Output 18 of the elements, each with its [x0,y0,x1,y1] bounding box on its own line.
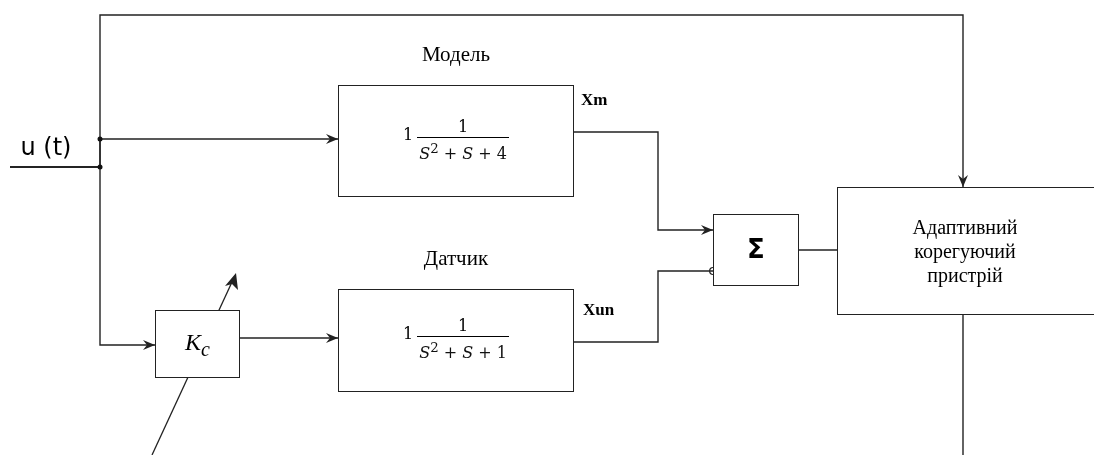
connector-arrow [573,131,714,235]
fraction-denominator: S$^{2}$ + S + 4 [417,136,509,166]
controller-box [837,187,1094,315]
connector-arrow [9,14,968,188]
fraction-numerator: 1 [458,316,469,337]
signal-label: u (t) [20,133,72,162]
block-title: Модель [420,42,492,67]
fraction-denominator: S$^{2}$ + S + 1 [417,336,509,365]
summing-junction-box [713,214,799,286]
block-label: Адаптивний корегуючий пристрій [911,215,1019,287]
sum-symbol: Σ [747,234,765,266]
gain-coefficient: 1 [403,124,414,144]
gain-box [155,310,240,378]
gain-symbol: K$_{c}$ [185,327,210,361]
connector-arrow [239,333,339,343]
fraction-numerator: 1 [458,116,469,137]
gain-coefficient: 1 [403,324,414,343]
block-title: Датчик [422,246,490,271]
